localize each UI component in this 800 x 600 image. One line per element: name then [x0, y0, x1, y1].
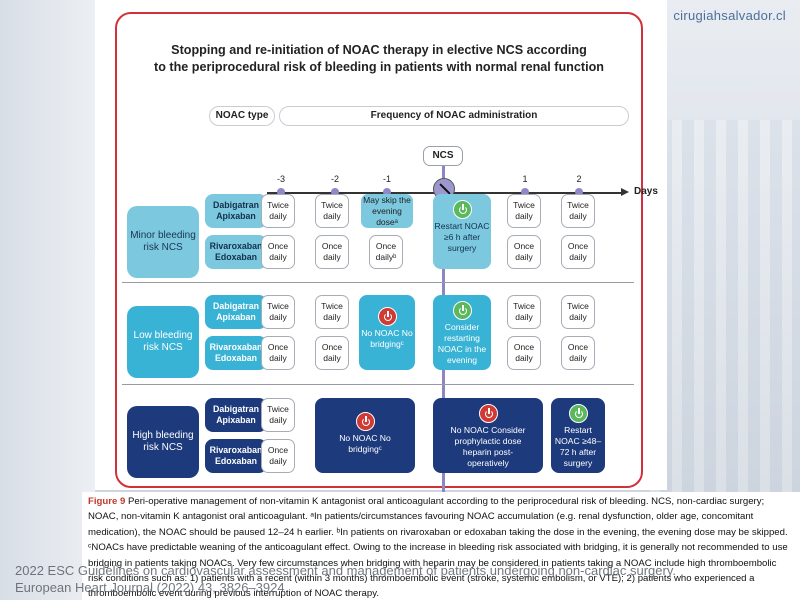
drug-dabigatran-apixaban: Dabigatran Apixaban	[205, 194, 267, 228]
citation-footer: 2022 ESC Guidelines on cardiovascular as…	[15, 562, 676, 596]
low-stop-text: No NOAC No bridgingᶜ	[361, 328, 413, 349]
high-post-text: No NOAC Consider prophylactic dose hepar…	[450, 425, 526, 468]
tick-label-p1: 1	[522, 174, 528, 184]
power-red-icon	[377, 307, 397, 326]
cell-minor-a-m1: May skip the evening doseᵃ	[361, 194, 413, 228]
citation-line-1: 2022 ESC Guidelines on cardiovascular as…	[15, 563, 676, 578]
minor-restart-text: Restart NOAC ≥6 h after surgery	[434, 221, 490, 253]
tick-dot-p2	[575, 188, 583, 196]
low-stop-block: No NOAC No bridgingᶜ	[359, 295, 415, 370]
background-left-panel	[0, 0, 95, 600]
cell-minor-b-m2: Once daily	[315, 235, 349, 269]
tick-dot-m2	[331, 188, 339, 196]
high-stop-block: No NOAC No bridgingᶜ	[315, 398, 415, 473]
figure-frame: Stopping and re-initiation of NOAC thera…	[115, 12, 658, 504]
days-label: Days	[634, 186, 658, 197]
frequency-header: Frequency of NOAC administration	[279, 106, 629, 126]
cell-low-a-m3: Twice daily	[261, 295, 295, 329]
high-restart-block: Restart NOAC ≥48–72 h after surgery	[551, 398, 605, 473]
cell-minor-a-p1: Twice daily	[507, 194, 541, 228]
tick-dot-p1	[521, 188, 529, 196]
cell-minor-b-p2: Once daily	[561, 235, 595, 269]
risk-minor: Minor bleeding risk NCS	[127, 206, 199, 278]
tick-label-p2: 2	[576, 174, 582, 184]
high-restart-text: Restart NOAC ≥48–72 h after surgery	[554, 425, 602, 468]
cell-minor-b-p1: Once daily	[507, 235, 541, 269]
title-line-1: Stopping and re-initiation of NOAC thera…	[171, 43, 587, 57]
cell-low-b-p1: Once daily	[507, 336, 541, 370]
cell-minor-b-m3: Once daily	[261, 235, 295, 269]
row-separator	[122, 384, 634, 385]
low-restart-block: Consider restarting NOAC in the evening	[433, 295, 491, 370]
high-post-block: No NOAC Consider prophylactic dose hepar…	[433, 398, 543, 473]
tick-label-m3: -3	[276, 174, 285, 184]
minor-restart-block: Restart NOAC ≥6 h after surgery	[433, 194, 491, 269]
drug-rivaroxaban-edoxaban: Rivaroxaban Edoxaban	[205, 439, 267, 473]
cell-minor-a-m3: Twice daily	[261, 194, 295, 228]
timeline-arrow	[621, 188, 629, 196]
cell-minor-a-p2: Twice daily	[561, 194, 595, 228]
risk-low: Low bleeding risk NCS	[127, 306, 199, 378]
cell-low-b-m2: Once daily	[315, 336, 349, 370]
low-restart-text: Consider restarting NOAC in the evening	[437, 322, 487, 365]
power-green-icon	[568, 404, 588, 423]
row-separator	[122, 282, 634, 283]
citation-line-2: European Heart Journal (2022) 43, 3826–3…	[15, 580, 285, 595]
high-stop-text: No NOAC No bridgingᶜ	[339, 433, 391, 454]
drug-dabigatran-apixaban: Dabigatran Apixaban	[205, 398, 267, 432]
cell-high-b-m3: Once daily	[261, 439, 295, 473]
cell-minor-a-m2: Twice daily	[315, 194, 349, 228]
site-watermark: cirugiahsalvador.cl	[673, 8, 786, 23]
cell-low-b-p2: Once daily	[561, 336, 595, 370]
power-green-icon	[452, 200, 472, 219]
drug-rivaroxaban-edoxaban: Rivaroxaban Edoxaban	[205, 336, 267, 370]
tick-label-m2: -2	[330, 174, 339, 184]
tick-dot-m3	[277, 188, 285, 196]
power-red-icon	[478, 404, 498, 423]
cell-low-a-p1: Twice daily	[507, 295, 541, 329]
figure-caption: Figure 9 Peri-operative management of no…	[82, 492, 800, 600]
tick-dot-m1	[383, 188, 391, 196]
cell-low-b-m3: Once daily	[261, 336, 295, 370]
cell-low-a-m2: Twice daily	[315, 295, 349, 329]
caption-label: Figure 9	[88, 496, 126, 507]
figure-panel: Stopping and re-initiation of NOAC thera…	[95, 0, 667, 504]
drug-rivaroxaban-edoxaban: Rivaroxaban Edoxaban	[205, 235, 267, 269]
risk-high: High bleeding risk NCS	[127, 406, 199, 478]
drug-dabigatran-apixaban: Dabigatran Apixaban	[205, 295, 267, 329]
tick-label-m1: -1	[382, 174, 391, 184]
power-green-icon	[452, 301, 472, 320]
noac-type-header: NOAC type	[209, 106, 275, 126]
cell-high-a-m3: Twice daily	[261, 398, 295, 432]
power-red-icon	[355, 412, 375, 431]
figure-title: Stopping and re-initiation of NOAC thera…	[117, 42, 641, 76]
cell-minor-b-m1: Once dailyᵇ	[369, 235, 403, 269]
title-line-2: to the periprocedural risk of bleeding i…	[154, 60, 604, 74]
cell-low-a-p2: Twice daily	[561, 295, 595, 329]
ncs-label: NCS	[423, 146, 463, 166]
background-building	[650, 120, 800, 540]
caption-text: Peri-operative management of non-vitamin…	[88, 496, 788, 600]
